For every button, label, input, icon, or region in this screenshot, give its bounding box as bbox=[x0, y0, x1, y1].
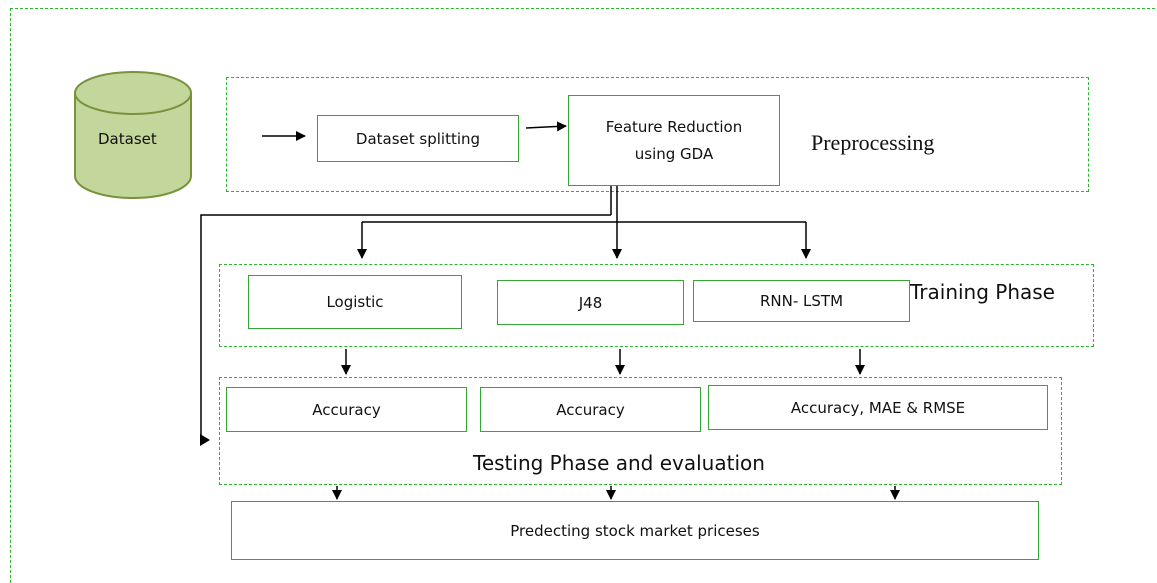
training-title: Training Phase bbox=[910, 280, 1055, 304]
model-label-rnn-lstm: RNN- LSTM bbox=[759, 292, 844, 310]
model-box-j48: J48 bbox=[497, 280, 684, 325]
feature-reduction-line1: Feature Reduction bbox=[605, 117, 743, 136]
arrow-to-feature-reduction bbox=[525, 121, 567, 132]
metric-label-rnn-lstm: Accuracy, MAE & RMSE bbox=[790, 398, 966, 417]
metric-box-rnn-lstm: Accuracy, MAE & RMSE bbox=[708, 385, 1048, 430]
dataset-splitting-label: Dataset splitting bbox=[355, 129, 481, 148]
preprocessing-title: Preprocessing bbox=[811, 130, 935, 155]
preprocessing-group bbox=[226, 77, 1089, 192]
metric-label-j48: Accuracy bbox=[556, 400, 625, 419]
outer-frame bbox=[10, 8, 1157, 583]
testing-group bbox=[219, 377, 1062, 485]
feature-reduction-line2: using GDA bbox=[634, 144, 714, 163]
model-label-j48: J48 bbox=[578, 293, 603, 312]
prediction-output-label: Predecting stock market priceses bbox=[510, 521, 760, 540]
dataset-cylinder-icon bbox=[74, 71, 192, 199]
metric-box-logistic: Accuracy bbox=[226, 387, 467, 432]
prediction-output-box: Predecting stock market priceses bbox=[231, 501, 1039, 560]
feature-reduction-box: Feature Reduction using GDA bbox=[568, 95, 780, 186]
metric-label-logistic: Accuracy bbox=[312, 400, 381, 419]
metric-box-j48: Accuracy bbox=[480, 387, 701, 432]
model-label-logistic: Logistic bbox=[326, 293, 384, 311]
testing-title: Testing Phase and evaluation bbox=[473, 451, 765, 475]
arrow-head-testing bbox=[200, 434, 210, 446]
training-group bbox=[219, 264, 1094, 347]
model-box-rnn-lstm: RNN- LSTM bbox=[693, 280, 910, 322]
dataset-label: Dataset bbox=[98, 130, 157, 148]
connector-to-testing bbox=[200, 214, 611, 441]
model-box-logistic: Logistic bbox=[248, 275, 462, 329]
dataset-splitting-box: Dataset splitting bbox=[317, 115, 519, 162]
